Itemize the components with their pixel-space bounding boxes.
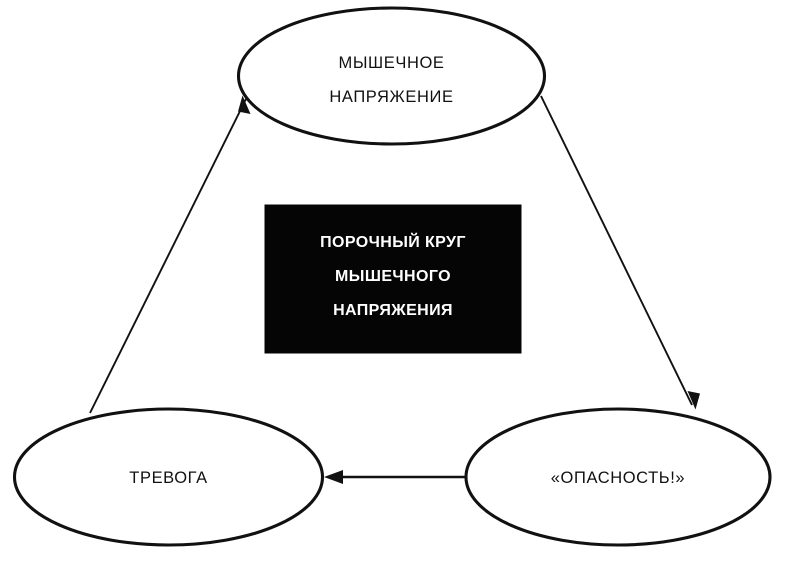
node-anxiety-ellipse bbox=[12, 407, 325, 547]
edge-anxiety-to-muscle-tension bbox=[89, 95, 251, 414]
arrow-head-left-icon bbox=[324, 470, 343, 484]
node-anxiety[interactable]: ТРЕВОГА bbox=[12, 407, 325, 547]
caption-box: ПОРОЧНЫЙ КРУГ МЫШЕЧНОГО НАПРЯЖЕНИЯ bbox=[264, 204, 522, 354]
node-muscle-tension[interactable]: МЫШЕЧНОЕ НАПРЯЖЕНИЕ bbox=[236, 6, 547, 146]
node-muscle-tension-ellipse bbox=[236, 6, 547, 146]
caption-line-2: МЫШЕЧНОГО bbox=[335, 268, 451, 285]
node-danger[interactable]: «ОПАСНОСТЬ!» bbox=[464, 407, 772, 547]
caption-line-1: ПОРОЧНЫЙ КРУГ bbox=[320, 232, 466, 251]
edge-danger-to-anxiety bbox=[324, 470, 466, 484]
node-anxiety-label: ТРЕВОГА bbox=[129, 469, 207, 487]
caption-line-3: НАПРЯЖЕНИЯ bbox=[333, 302, 453, 319]
node-danger-label: «ОПАСНОСТЬ!» bbox=[551, 469, 685, 487]
arrow-head-up-right-icon bbox=[238, 95, 251, 114]
node-muscle-tension-label-line-1: МЫШЕЧНОЕ bbox=[338, 54, 444, 72]
node-muscle-tension-label-line-2: НАПРЯЖЕНИЕ bbox=[329, 88, 453, 106]
edge-line-anxiety-to-muscle-tension bbox=[89, 98, 247, 414]
caption-box-background bbox=[264, 204, 522, 354]
arrow-head-down-right-icon bbox=[687, 391, 700, 410]
node-danger-ellipse bbox=[464, 407, 772, 547]
edge-muscle-tension-to-danger bbox=[540, 95, 700, 410]
edge-line-muscle-tension-to-danger bbox=[540, 95, 693, 406]
